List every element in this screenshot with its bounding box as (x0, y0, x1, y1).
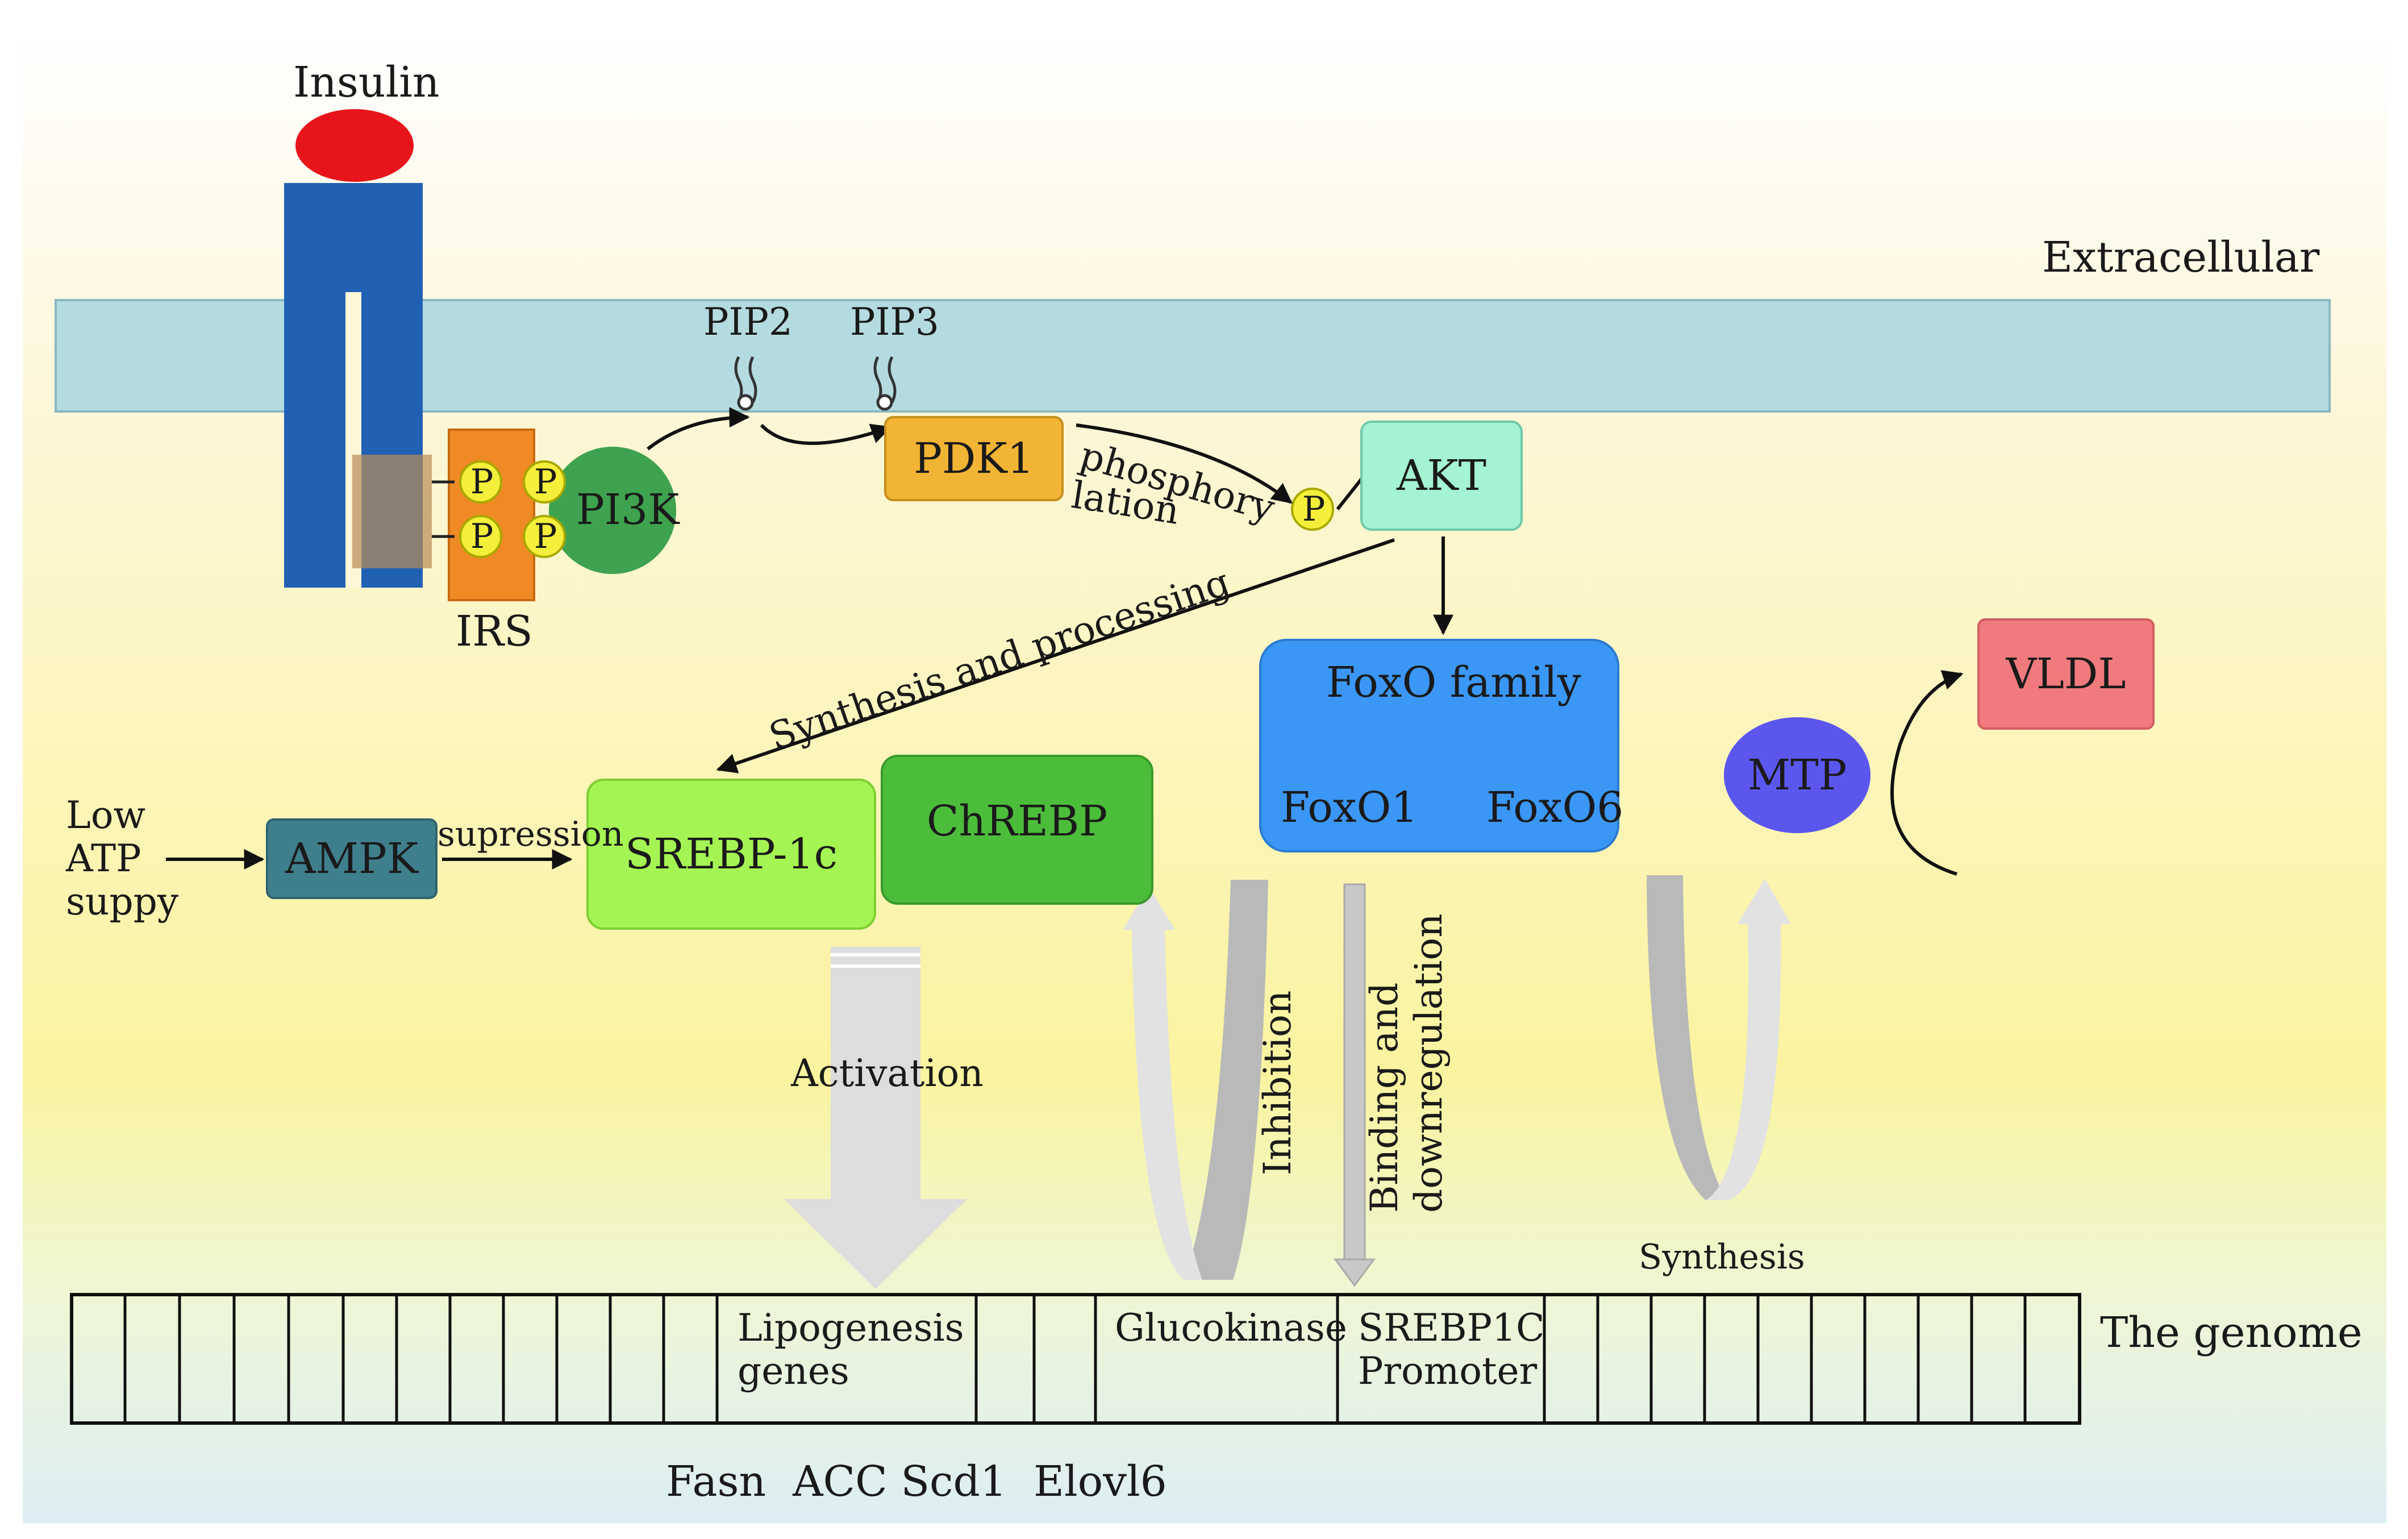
srebp1c-box: SREBP-1c (586, 779, 876, 930)
vldl-box: VLDL (1977, 618, 2155, 730)
phospho-circle (459, 515, 502, 558)
lipogenesis-label-1: Lipogenesis (738, 1306, 964, 1350)
lipogenesis-label-2: genes (738, 1349, 849, 1393)
binding-label-2: downregulation (1407, 913, 1451, 1213)
irs-p-label-1: P (470, 462, 494, 502)
phospho-circle (459, 460, 502, 504)
phospho-circle (1291, 488, 1334, 531)
pi3k-node (549, 447, 676, 574)
ampk-label: AMPK (285, 834, 419, 883)
akt-p-label: P (1302, 489, 1326, 529)
chrebp-box: ChREBP (881, 755, 1153, 905)
cell-membrane (55, 299, 2331, 413)
arrow-mtp-vldl (1890, 670, 1964, 876)
low-atp-label-1: Low (66, 793, 146, 837)
phospho-circle (523, 515, 566, 558)
extracellular-label: Extracellular (2042, 233, 2320, 282)
ampk-box: AMPK (266, 818, 438, 899)
genes-list-label: Fasn ACC Scd1 Elovl6 (666, 1457, 1167, 1506)
arrow-pip2-pip3 (760, 423, 892, 445)
srebp1c-promoter-label-1: SREBP1C (1358, 1306, 1545, 1350)
foxo1-label: FoxO1 (1281, 783, 1418, 832)
low-atp-label-2: ATP (66, 837, 141, 880)
phospho-circle (523, 460, 566, 504)
akt-p-link (1336, 475, 1365, 510)
pi3k-label: PI3K (576, 485, 680, 534)
binding-arrow (1334, 883, 1376, 1287)
chrebp-label: ChREBP (926, 797, 1108, 846)
irs-p-label-2: P (470, 517, 494, 556)
arrow-pi3k-pip2 (647, 407, 750, 451)
genome-track (70, 1293, 2081, 1425)
glucokinase-label: Glucokinase (1115, 1306, 1347, 1350)
foxo-family-box (1259, 639, 1619, 852)
inhibition-arrow (1123, 880, 1268, 1280)
akt-label: AKT (1396, 451, 1487, 500)
irs-p-label-4: P (534, 517, 557, 556)
pdk1-label: PDK1 (914, 434, 1034, 483)
foxo-family-label: FoxO family (1326, 658, 1581, 707)
irs-block (448, 429, 535, 601)
insulin-receptor (284, 183, 432, 588)
irs-label: IRS (456, 607, 533, 656)
mtp-node: MTP (1724, 717, 1870, 833)
inhibition-label: Inhibition (1256, 990, 1299, 1175)
synthesis-arrow (1647, 875, 1791, 1200)
low-atp-label-3: suppy (66, 880, 179, 924)
irs-p-label-3: P (534, 462, 557, 502)
pip3-lipid (873, 356, 897, 411)
insulin-label: Insulin (293, 58, 440, 107)
mtp-label: MTP (1747, 751, 1847, 800)
arrow-pdk1-akt (1076, 423, 1293, 504)
pip3-label: PIP3 (850, 300, 939, 344)
foxo6-label: FoxO6 (1486, 783, 1624, 832)
akt-box: AKT (1360, 421, 1523, 531)
pdk1-box: PDK1 (884, 416, 1064, 501)
vldl-label: VLDL (2006, 650, 2126, 698)
arrow-akt-srebp (716, 538, 1395, 773)
phospho-sites (459, 460, 1334, 558)
srebp1c-label: SREBP-1c (624, 830, 838, 879)
genome-label: The genome (2100, 1308, 2363, 1357)
activation-label: Activation (791, 1051, 984, 1095)
srebp1c-promoter-label-2: Promoter (1358, 1349, 1538, 1393)
binding-label-1: Binding and (1363, 982, 1406, 1213)
genome-segments (123, 1295, 2027, 1423)
insulin-molecule (295, 109, 414, 182)
synthesis-label: Synthesis (1639, 1237, 1805, 1277)
pip2-label: PIP2 (703, 300, 793, 344)
supression-label: supression (438, 814, 624, 854)
activation-arrow (784, 947, 967, 1289)
